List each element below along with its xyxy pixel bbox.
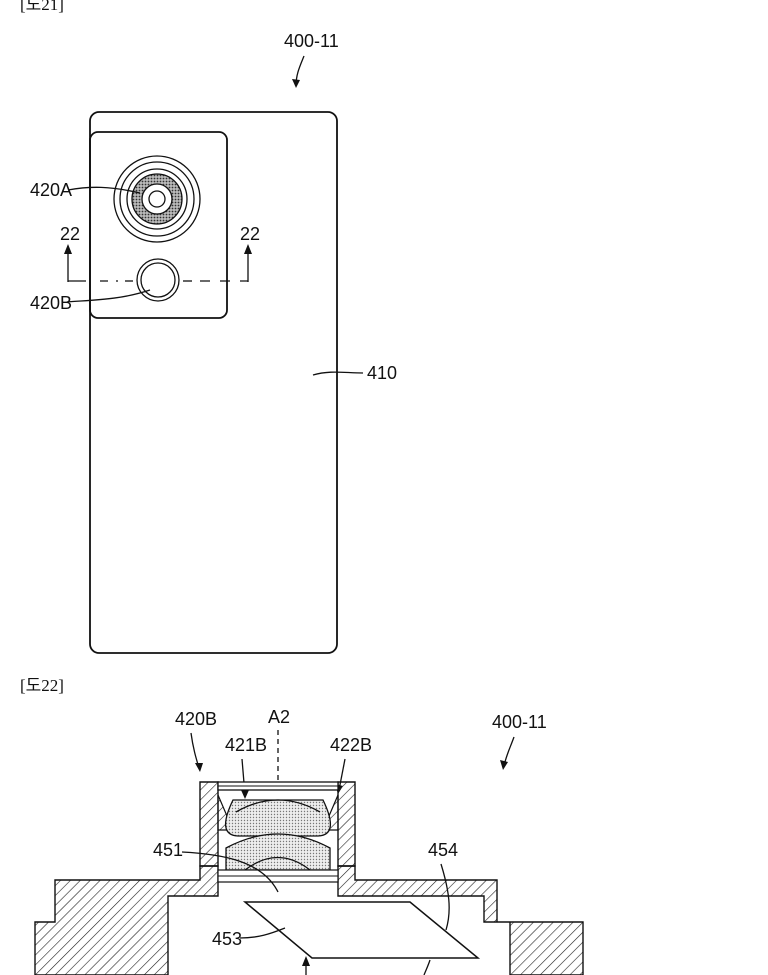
camera-b-section-label: 420B [175,709,217,729]
camera-a [113,155,201,243]
lens-ref-label: 421B [225,735,267,755]
figure-22-label: [도22] [20,676,64,695]
housing-section [34,865,219,975]
ref-453-label: 453 [212,929,242,949]
camera-b-ref-label: 420B [30,293,72,313]
barrel-wall-left [199,781,219,867]
lens-lower [225,833,331,871]
bottom-arrow-left-head [302,956,310,966]
camera-b-leader [66,289,151,303]
camera-a-ref-label: 420A [30,180,72,200]
device-ref-label: 400-11 [284,31,339,51]
phone-body-outline [89,111,338,654]
camera-module-outline [89,131,228,319]
section-line [64,244,252,282]
camera-a-leader [67,186,141,194]
camera-b-inner [140,262,176,298]
ref-454-label: 454 [428,840,458,860]
axis-ref-label: A2 [268,707,290,727]
figure-22: [도22] 420B A2 421B 422B 400-11 [20,676,584,975]
ref-451-leader [181,851,279,893]
camera-b-section-arrowhead [195,763,203,772]
barrel-ref-label: 422B [330,735,372,755]
section-right-label: 22 [240,224,260,244]
device-ref-22-label: 400-11 [492,712,547,732]
ref-451-label: 451 [153,840,183,860]
ref-453-leader [239,927,286,939]
device-ref-22-arrowhead [500,760,508,770]
body-ref-leader [312,371,364,376]
barrel-wall-right [337,781,356,867]
prism-plate [242,901,481,959]
housing-section-right [337,865,584,975]
camera-b-section-arrow [190,732,200,769]
ref-454-leader [440,863,450,931]
lens-upper [225,799,331,837]
lens-upper-curve [235,799,321,813]
camera-b [136,258,180,302]
figure-21-label: [도21] [20,0,64,14]
device-ref-arrowhead [292,79,300,88]
body-ref-label: 410 [367,363,397,383]
section-left-label: 22 [60,224,80,244]
lens-ref-arrowhead [241,790,249,799]
bottom-leader-right [423,959,431,975]
figure-21: [도21] 400-11 420A 420B [20,0,397,654]
